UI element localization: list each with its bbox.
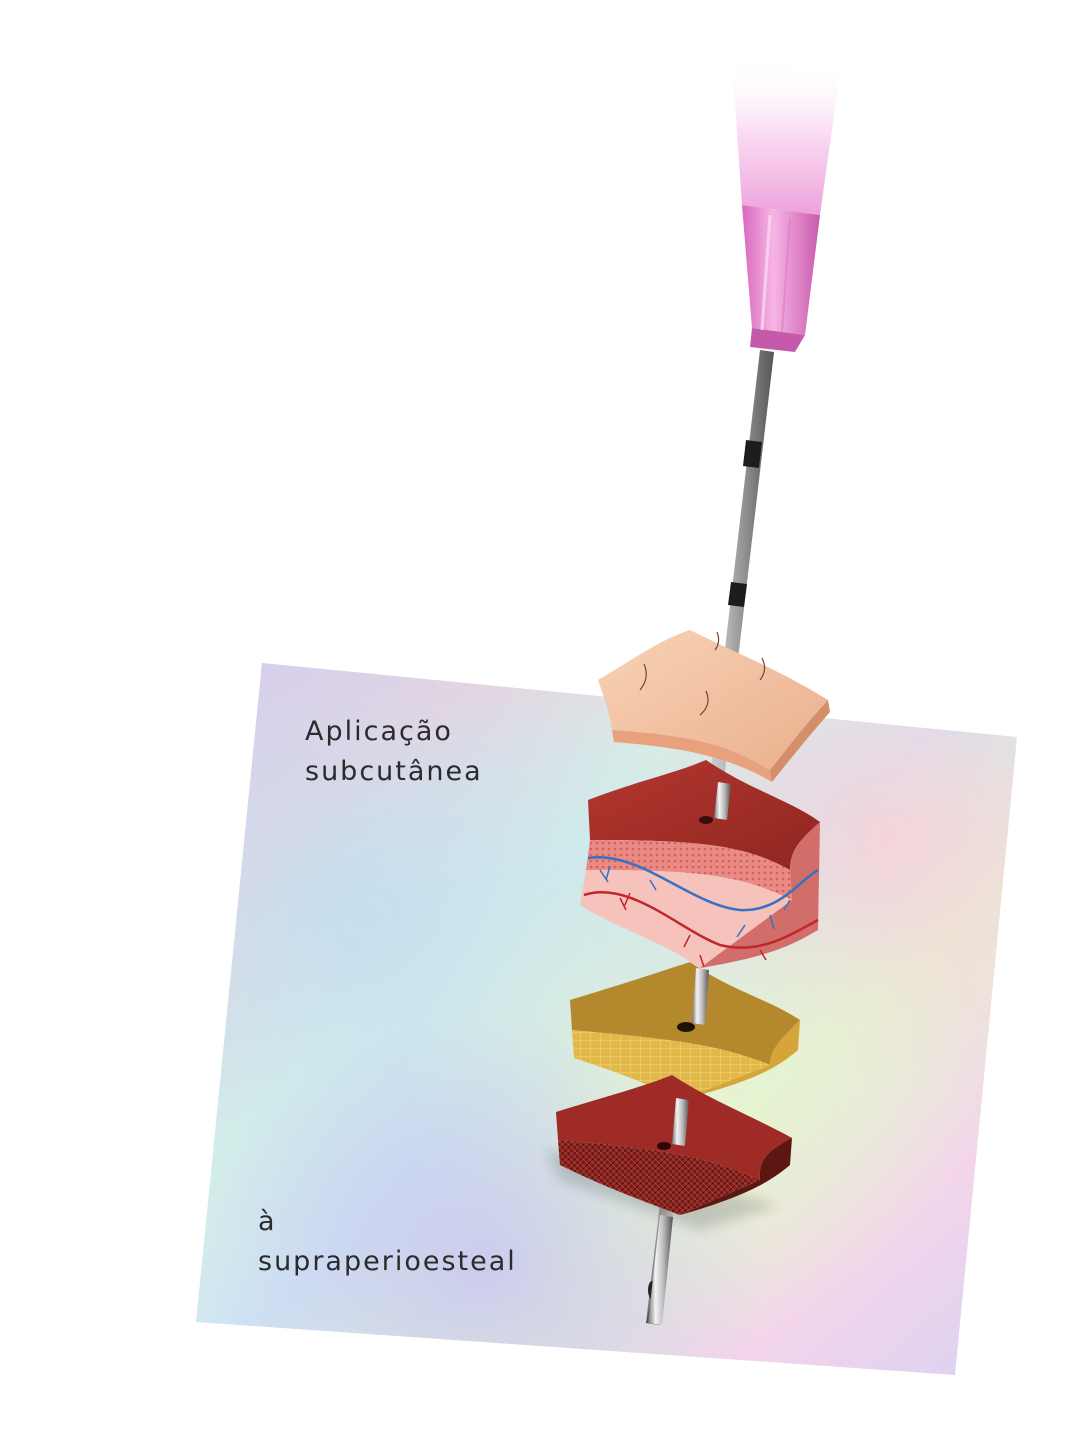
label-supraperiosteal-line2: supraperioesteal xyxy=(258,1246,517,1277)
skin-layer xyxy=(598,630,830,782)
syringe-hub xyxy=(640,28,890,352)
needle-segments xyxy=(648,782,731,1325)
label-subcutaneous: Aplicação subcutânea xyxy=(305,712,483,792)
label-subcutaneous-line2: subcutânea xyxy=(305,756,483,787)
dermis-layer xyxy=(580,760,820,968)
label-supraperiosteal-line1: à xyxy=(258,1206,277,1237)
label-subcutaneous-line1: Aplicação xyxy=(305,716,453,747)
label-supraperiosteal: à supraperioesteal xyxy=(258,1202,517,1282)
fat-layer xyxy=(570,962,800,1100)
